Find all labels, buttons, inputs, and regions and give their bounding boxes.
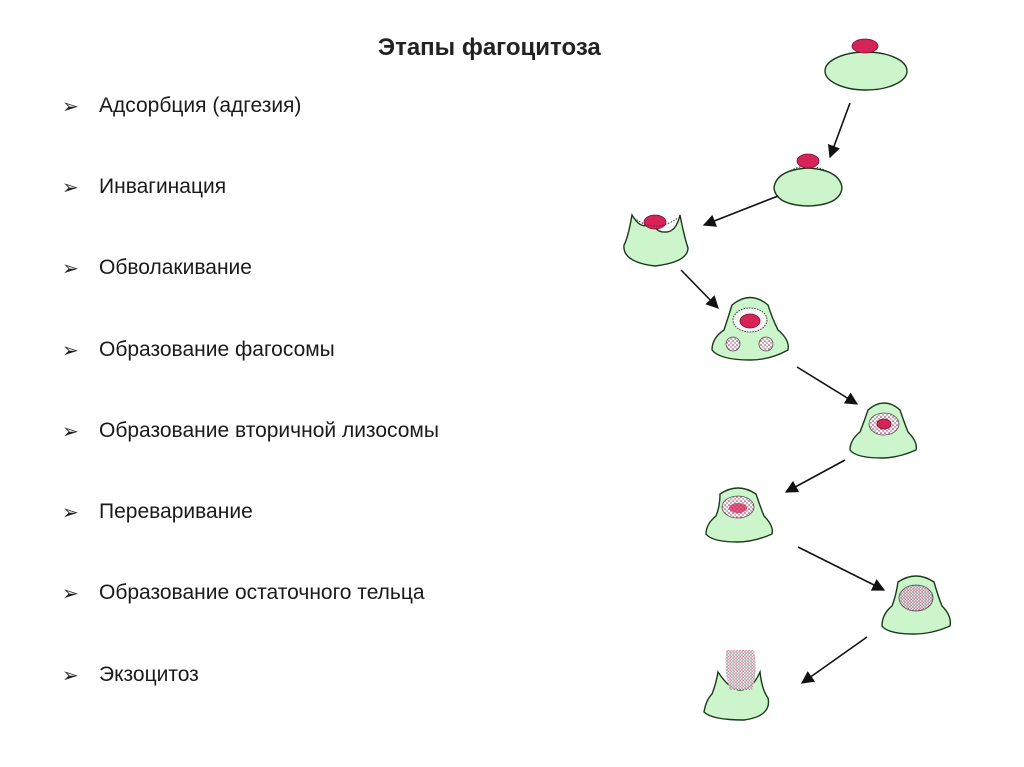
- cell-adsorption: [824, 38, 908, 91]
- stage-list: ➢ Адсорбция (адгезия) ➢ Инвагинация ➢ Об…: [62, 0, 622, 767]
- bullet-arrow-icon: ➢: [62, 582, 79, 605]
- stage-label: Инвагинация: [99, 175, 227, 198]
- cell-secondary-lysosome: [849, 402, 918, 459]
- arrow-6-7: [797, 546, 886, 591]
- stage-item: ➢ Переваривание: [62, 497, 253, 527]
- bullet-arrow-icon: ➢: [62, 339, 79, 362]
- arrow-1-2: [827, 102, 851, 159]
- stage-item: ➢ Адсорбция (адгезия): [62, 91, 301, 121]
- bullet-arrow-icon: ➢: [62, 257, 79, 280]
- cell-phagosome: [711, 296, 789, 361]
- bullet-arrow-icon: ➢: [62, 501, 79, 524]
- arrow-4-5: [796, 366, 859, 405]
- stage-item: ➢ Образование остаточного тельца: [62, 578, 425, 608]
- stage-item: ➢ Инвагинация: [62, 172, 226, 202]
- bullet-arrow-icon: ➢: [62, 664, 79, 687]
- bullet-arrow-icon: ➢: [62, 420, 79, 443]
- stage-label: Образование фагосомы: [99, 338, 335, 361]
- arrow-5-6: [784, 459, 846, 493]
- cell-invagination: [773, 153, 843, 207]
- stage-item: ➢ Образование вторичной лизосомы: [62, 416, 439, 446]
- stage-item: ➢ Образование фагосомы: [62, 335, 335, 365]
- bullet-arrow-icon: ➢: [62, 176, 79, 199]
- stage-label: Образование остаточного тельца: [99, 581, 425, 604]
- arrow-7-8: [800, 636, 868, 684]
- stage-label: Экзоцитоз: [99, 663, 199, 686]
- stage-label: Обволакивание: [99, 256, 252, 279]
- bullet-arrow-icon: ➢: [62, 95, 79, 118]
- cell-exocytosis: [703, 650, 770, 721]
- stage-label: Адсорбция (адгезия): [99, 94, 302, 117]
- cell-digestion: [705, 487, 774, 543]
- stage-item: ➢ Экзоцитоз: [62, 660, 199, 690]
- arrow-2-3: [702, 195, 779, 227]
- page-title: Этапы фагоцитоза: [378, 34, 601, 61]
- cell-residual-body: [881, 575, 952, 635]
- stage-label: Образование вторичной лизосомы: [99, 419, 439, 442]
- cell-enveloping: [623, 213, 689, 267]
- arrow-3-4: [680, 269, 719, 309]
- stage-item: ➢ Обволакивание: [62, 253, 252, 283]
- stage-label: Переваривание: [99, 500, 253, 523]
